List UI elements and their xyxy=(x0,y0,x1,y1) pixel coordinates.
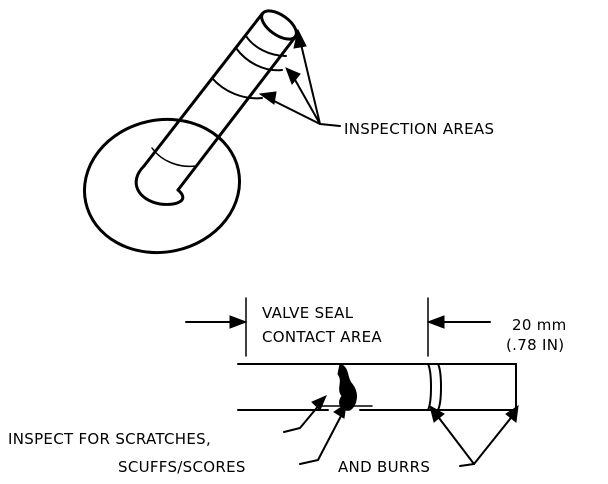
burrs-leaders xyxy=(429,404,519,467)
arrowhead xyxy=(429,404,445,423)
valve-stem-tip xyxy=(260,9,298,41)
valve-stem-lower-band xyxy=(151,147,197,168)
arrowhead xyxy=(311,395,327,411)
dimension-in-label: (.78 IN) xyxy=(506,336,564,354)
and-burrs-label: AND BURRS xyxy=(338,458,430,476)
arrowhead xyxy=(293,28,307,49)
inspection-areas-label: INSPECTION AREAS xyxy=(344,120,494,138)
valve-perspective-view xyxy=(82,9,298,255)
valve-stem-base xyxy=(134,164,185,206)
inspection-areas-leaders xyxy=(258,28,341,127)
arrowhead xyxy=(426,315,445,329)
inspect-for-label-line1: INSPECT FOR SCRATCHES, xyxy=(8,430,211,448)
inspect-for-label-line2: SCUFFS/SCORES xyxy=(118,458,246,476)
arrowhead xyxy=(505,404,519,423)
arrowhead xyxy=(258,91,277,105)
stem-scratch-mark xyxy=(337,363,357,411)
arrowhead xyxy=(229,315,248,329)
valve-stem-side-view xyxy=(185,297,517,411)
dimension-mm-label: 20 mm xyxy=(512,316,567,334)
valve-seal-label-line2: CONTACT AREA xyxy=(262,328,382,346)
valve-seal-band xyxy=(211,77,263,100)
valve-seal-label-line1: VALVE SEAL xyxy=(262,304,354,322)
valve-stem-body xyxy=(142,12,298,192)
arrowhead xyxy=(333,402,347,419)
valve-head-disc xyxy=(82,117,242,255)
valve-keeper-groove xyxy=(235,35,287,72)
inspect-labels-leaders xyxy=(283,395,347,465)
arrowhead xyxy=(285,67,301,85)
